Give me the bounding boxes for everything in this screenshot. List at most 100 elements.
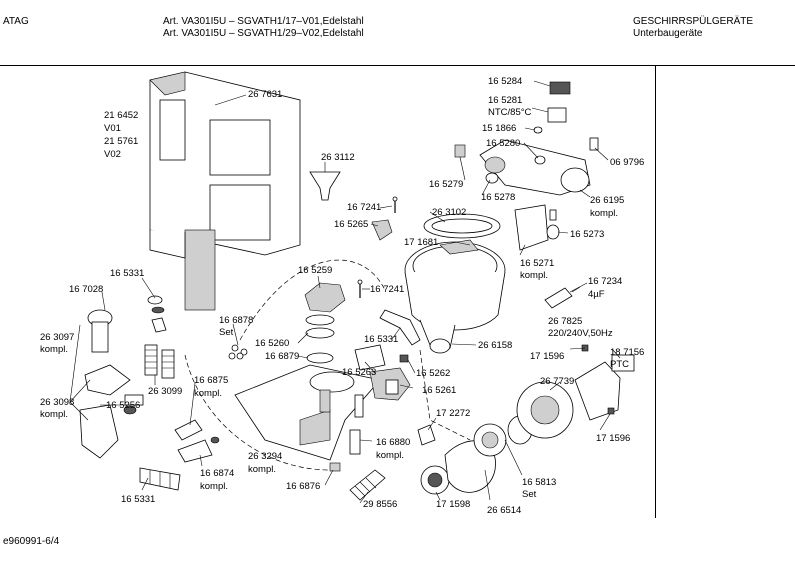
bracket-part	[354, 344, 386, 371]
screw-part	[392, 196, 398, 213]
check-valve	[174, 419, 203, 441]
part-label: 16 5331	[110, 268, 144, 279]
part-label: 21 6452	[104, 110, 138, 121]
seal-ring	[305, 327, 335, 339]
float-switch	[354, 394, 364, 418]
heater-pump-housing	[516, 361, 621, 439]
seal-ring	[305, 314, 335, 326]
part-label: kompl.	[248, 464, 276, 475]
part-label: 16 5813	[522, 477, 556, 488]
part-label: 26 6514	[487, 505, 521, 516]
small-clip-part	[399, 354, 409, 363]
part-label: 16 6876	[286, 481, 320, 492]
part-label: 16 5284	[488, 76, 522, 87]
nut-part	[417, 424, 436, 446]
small-clip-part	[607, 407, 615, 415]
spray-arm-nut	[304, 282, 346, 313]
part-label: 17 1681	[404, 237, 438, 248]
seal-ring	[306, 352, 334, 364]
part-label: 26 7739	[540, 376, 574, 387]
article-line-1: Art. VA301I5U – SGVATH1/17–V01,Edelstahl	[163, 16, 364, 27]
article-line-2: Art. VA301I5U – SGVATH1/29–V02,Edelstahl	[163, 28, 364, 39]
part-label: 16 5331	[121, 494, 155, 505]
category-title: GESCHIRRSPÜLGERÄTE	[633, 16, 754, 27]
part-label: V02	[104, 149, 121, 160]
assembly-guide-line	[239, 259, 386, 341]
leader-lines	[69, 80, 621, 504]
spring-parts	[144, 344, 175, 379]
part-label: 26 6195	[590, 195, 624, 206]
inlet-valve-group	[79, 309, 144, 459]
bracket-part	[371, 219, 393, 241]
part-label: kompl.	[40, 344, 68, 355]
part-label: 16 5262	[416, 368, 450, 379]
small-clip-part	[210, 436, 220, 444]
corrugated-hose	[349, 469, 386, 501]
brand-name: ATAG	[3, 16, 29, 27]
part-label: kompl.	[200, 481, 228, 492]
drain-pump	[420, 415, 533, 495]
part-label: 16 7028	[69, 284, 103, 295]
part-label: 26 3294	[248, 451, 282, 462]
part-label: 26 3098	[40, 397, 74, 408]
subcategory-title: Unterbaugeräte	[633, 28, 703, 39]
part-label: 06 9796	[610, 157, 644, 168]
part-label: 16 6880	[376, 437, 410, 448]
corrugated-hose	[139, 467, 181, 491]
part-label: 16 5256	[106, 400, 140, 411]
column-divider	[655, 66, 656, 518]
capacitor	[544, 286, 581, 309]
gasket-part	[151, 306, 165, 314]
part-label: 17 1596	[530, 351, 564, 362]
part-label: 17 2272	[436, 408, 470, 419]
part-label: 26 3102	[432, 207, 466, 218]
part-label: 16 5278	[481, 192, 515, 203]
part-label: 220/240V,50Hz	[548, 328, 613, 339]
part-label: kompl.	[520, 270, 548, 281]
assembly-guide-line	[419, 349, 471, 441]
part-label: Set	[522, 489, 537, 500]
part-label: 26 6158	[478, 340, 512, 351]
float-switch	[349, 429, 361, 455]
document-id: e960991-6/4	[3, 536, 60, 547]
small-clip-part	[329, 462, 341, 472]
ptc-thermistor	[611, 354, 635, 372]
part-label: 4µF	[588, 289, 605, 300]
part-label: Set	[219, 327, 234, 338]
part-label: 16 6874	[200, 468, 234, 479]
part-label: 16 5331	[364, 334, 398, 345]
part-label: 16 5260	[255, 338, 289, 349]
ball-set	[228, 344, 248, 360]
check-valve	[177, 439, 213, 463]
part-labels: 26 7631 21 6452 V01 21 5761 V02 26 3112 …	[40, 76, 644, 516]
part-label: 15 1866	[482, 123, 516, 134]
assembly-guide-line	[184, 354, 331, 471]
part-label: 16 6879	[265, 351, 299, 362]
part-label: 17 1596	[596, 433, 630, 444]
screw-part	[357, 279, 363, 298]
part-label: 16 5259	[298, 265, 332, 276]
part-label: 21 5761	[104, 136, 138, 147]
header-divider	[0, 65, 795, 66]
part-label: 26 3097	[40, 332, 74, 343]
part-label: 26 7825	[548, 316, 582, 327]
part-label: 16 6875	[194, 375, 228, 386]
gasket-part	[147, 295, 163, 305]
part-label: kompl.	[194, 388, 222, 399]
insulation-panel	[149, 71, 301, 311]
part-label: kompl.	[376, 450, 404, 461]
part-label: 16 5273	[570, 229, 604, 240]
hose-clamp	[429, 338, 451, 354]
part-label: 16 7241	[370, 284, 404, 295]
part-label: 29 8556	[363, 499, 397, 510]
part-label: NTC/85°C	[488, 107, 532, 118]
water-softener-unit	[234, 364, 381, 461]
sensor-block	[514, 204, 560, 251]
part-label: kompl.	[40, 409, 68, 420]
part-label: 16 5280	[486, 138, 520, 149]
hose-part	[379, 309, 421, 346]
part-label: 16 5261	[422, 385, 456, 396]
part-label: kompl.	[590, 208, 618, 219]
part-label: 16 5265	[334, 219, 368, 230]
funnel-part	[309, 171, 341, 201]
